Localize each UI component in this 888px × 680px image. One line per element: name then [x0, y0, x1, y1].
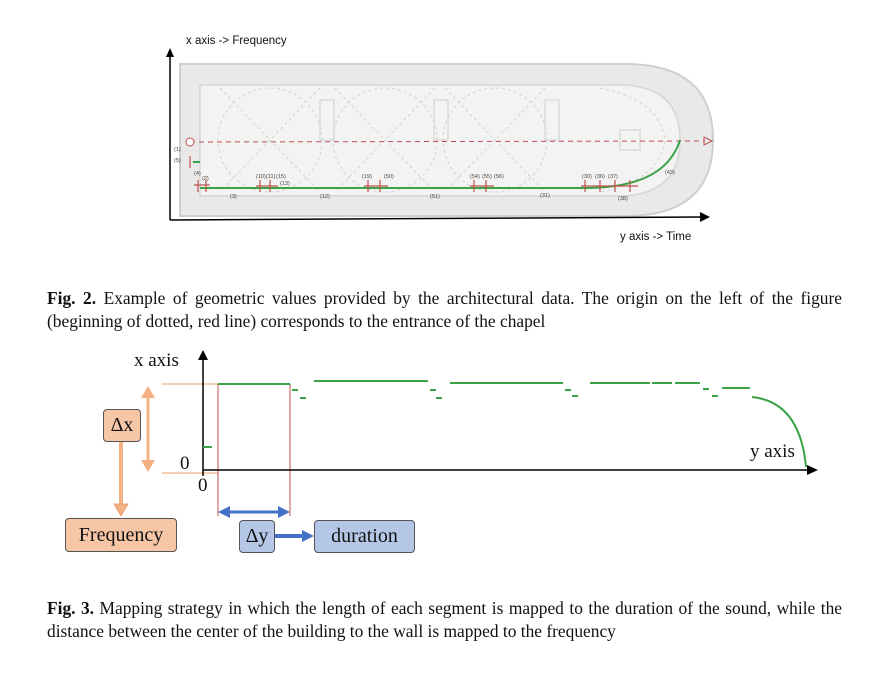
plan-label: (3): [230, 194, 237, 200]
fig3-caption: Fig. 3. Mapping strategy in which the le…: [47, 597, 842, 643]
red-dashed-line: [189, 140, 706, 143]
fig2-y-axis-label: y axis -> Time: [620, 231, 692, 243]
plan-label: (51): [430, 194, 440, 200]
plan-label: (15): [276, 174, 286, 180]
origin-x-label: 0: [180, 453, 190, 474]
plan-label: (5): [174, 158, 181, 164]
fig3-caption-text: Mapping strategy in which the length of …: [47, 598, 842, 641]
plan-label: (10): [256, 174, 266, 180]
plan-label: (50): [384, 174, 394, 180]
fig2-x-axis-arrow: [166, 48, 174, 57]
fig2-y-axis: [169, 216, 704, 221]
fig2-caption-text: Example of geometric values provided by …: [47, 288, 842, 331]
wall-line: [193, 139, 681, 189]
fig2-y-axis-arrow: [700, 212, 710, 222]
fig2-caption: Fig. 2. Example of geometric values prov…: [47, 287, 842, 333]
fig3-x-axis-arrow: [198, 350, 208, 360]
fig3-x-axis-label: x axis: [134, 350, 179, 371]
fig2-caption-number: Fig. 2.: [47, 288, 97, 308]
fig3-caption-number: Fig. 3.: [47, 598, 95, 618]
duration-box: duration: [314, 520, 415, 553]
delta-y-box: Δy: [239, 520, 275, 553]
origin-y-label: 0: [198, 475, 208, 496]
plan-label: (4): [194, 171, 201, 177]
plan-label: (56): [494, 174, 504, 180]
delta-x-box: Δx: [103, 409, 141, 442]
fig3-y-axis-label: y axis: [750, 441, 795, 462]
frequency-box: Frequency: [65, 518, 177, 552]
plan-label: (31): [540, 193, 550, 199]
plan-label: (38): [618, 196, 628, 202]
fig2-x-axis-label: x axis -> Frequency: [186, 35, 287, 47]
apse-curve: [751, 396, 807, 468]
mapping-diagram: [113, 350, 818, 542]
origin-marker: [185, 137, 195, 147]
plan-label: (11): [266, 174, 276, 180]
plan-label: (2): [202, 176, 209, 182]
plan-label: (55): [482, 174, 492, 180]
plan-label: (13): [280, 181, 290, 187]
plan-label: (19): [362, 174, 372, 180]
fig3-y-axis-arrow: [807, 465, 818, 475]
plan-label: (12): [320, 194, 330, 200]
plan-label: (1): [174, 147, 181, 153]
architectural-plan: (1) (5) (4) (3) (12) (51) (31) (43) (2) …: [166, 48, 715, 222]
plan-label: (37): [608, 174, 618, 180]
plan-label: (36): [595, 174, 605, 180]
plan-label: (30): [582, 174, 592, 180]
plan-label: (43): [665, 170, 675, 176]
plan-label: (54): [470, 174, 480, 180]
